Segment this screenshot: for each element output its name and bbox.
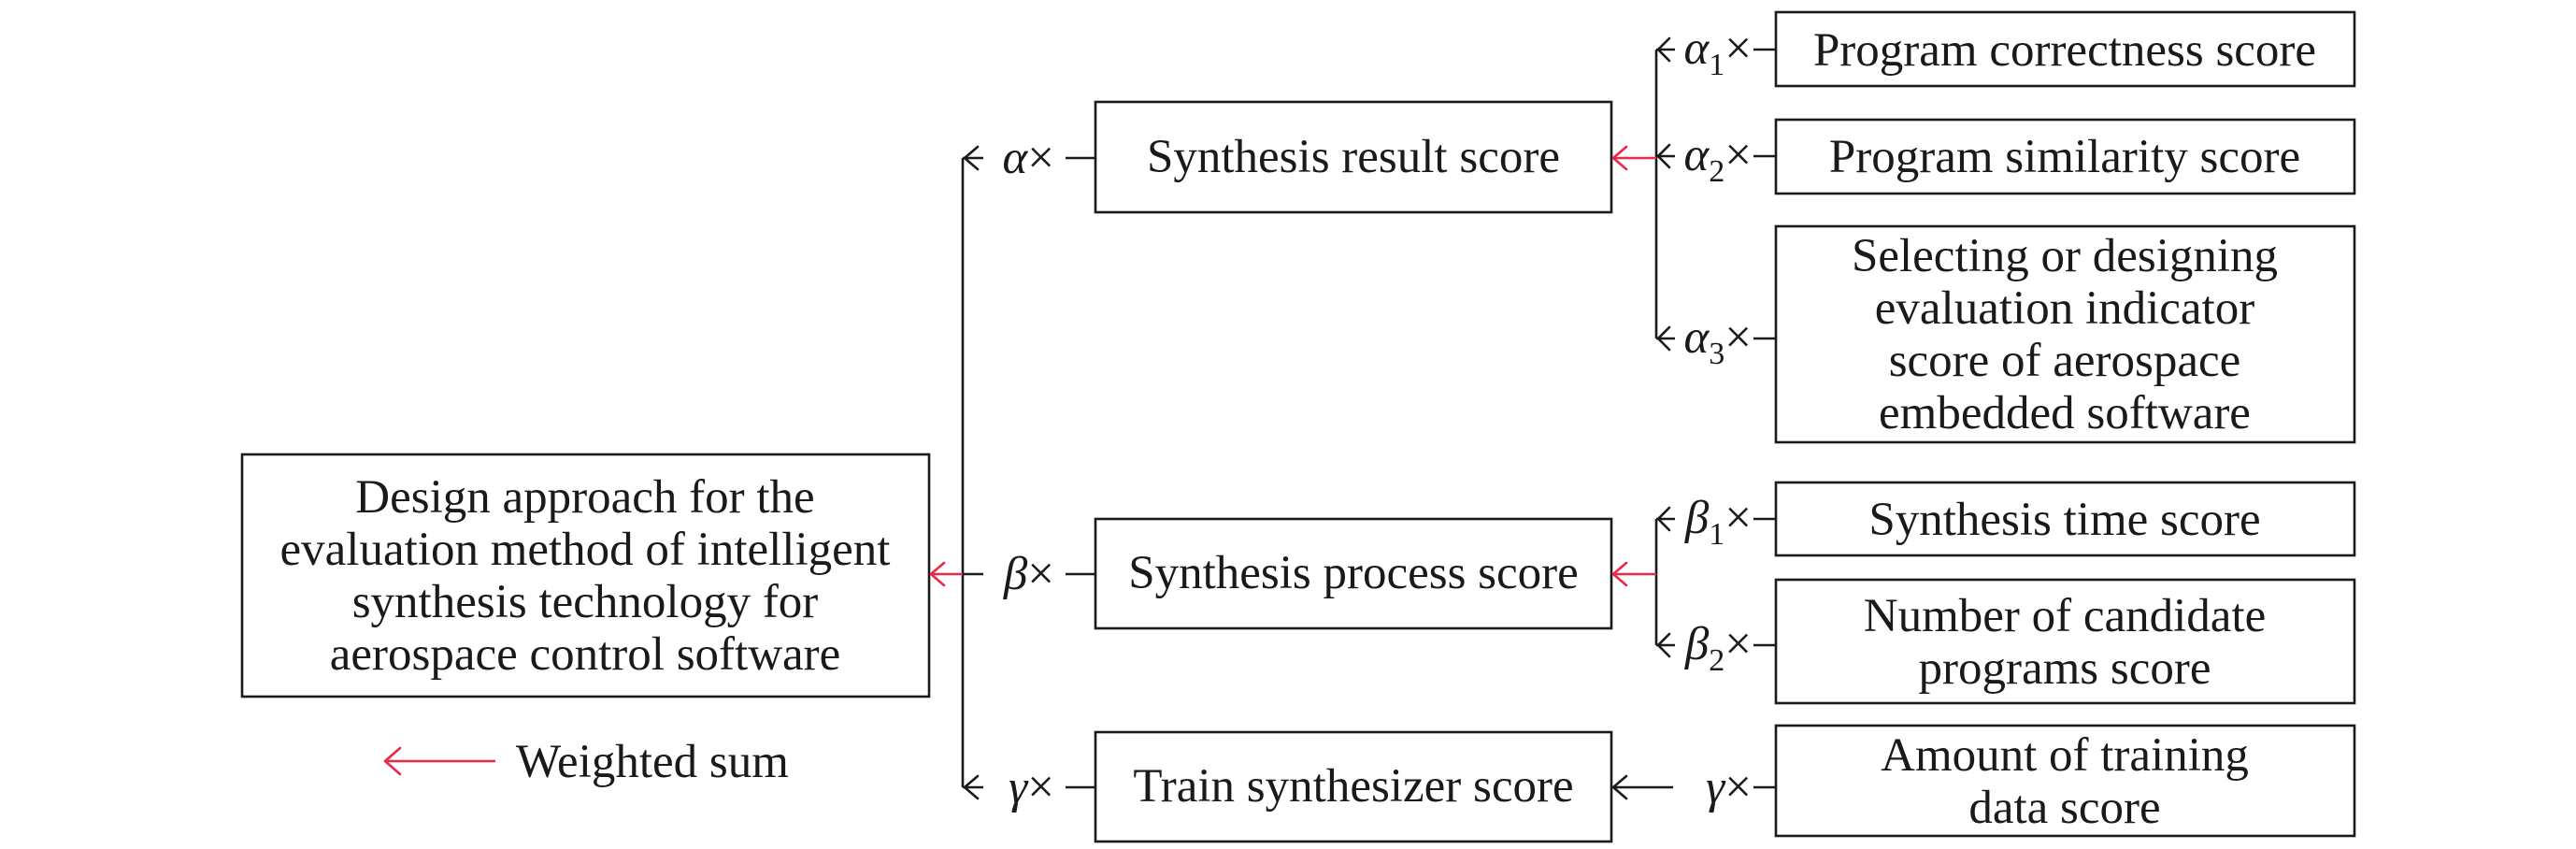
alpha3-weight-symbol: α <box>1683 311 1710 364</box>
synthesis-result-box <box>1094 100 1613 214</box>
evaluation-indicator-label-line-1: Selecting or designing <box>1852 230 2278 282</box>
train-synthesizer-box <box>1094 730 1613 843</box>
legend-label: Weighted sum <box>516 736 789 788</box>
root-box <box>240 453 931 698</box>
alpha1-weight: α1× <box>1683 22 1752 82</box>
beta1-weight-times: × <box>1724 492 1752 544</box>
left-connectors <box>929 145 1095 800</box>
evaluation-indicator-label-line-2: evaluation indicator <box>1875 282 2254 335</box>
alpha1-weight-times: × <box>1724 22 1752 75</box>
alpha2-weight: α2× <box>1683 129 1752 189</box>
legend-arrowhead <box>383 746 402 776</box>
program-correctness-box <box>1774 10 2356 88</box>
evaluation-indicator-box <box>1774 224 2356 444</box>
program-correctness-label-line-1: Program correctness score <box>1813 24 2316 77</box>
process-connectors <box>1611 506 1776 658</box>
gamma-weight-symbol: γ <box>1009 761 1029 813</box>
train-connector <box>1611 774 1776 800</box>
synthesis-time-label-line-1: Synthesis time score <box>1868 494 2260 546</box>
alpha-weight-symbol: α <box>1002 132 1028 184</box>
training-data-box <box>1774 724 2356 838</box>
candidate-programs-label-line-2: programs score <box>1919 642 2211 695</box>
alpha3-weight-times: × <box>1724 311 1752 364</box>
beta-weight-times: × <box>1027 548 1054 600</box>
candidate-programs-box <box>1774 578 2356 705</box>
beta1-weight-symbol: β <box>1684 492 1710 544</box>
beta-weight: β× <box>1003 548 1054 600</box>
root-label-line-2: evaluation method of intelligent <box>280 524 891 576</box>
synthesis-result-label: Synthesis result score <box>1147 131 1560 183</box>
synthesis-process-box <box>1094 517 1613 630</box>
candidate-programs-label-line-1: Number of candidate <box>1864 590 2267 642</box>
result-connectors <box>1611 36 1776 352</box>
evaluation-indicator-label-line-3: score of aerospace <box>1889 335 2241 387</box>
legend: Weighted sum <box>383 736 789 788</box>
alpha-weight: α× <box>1002 132 1054 184</box>
alpha1-weight-subscript: 1 <box>1709 48 1724 82</box>
training-data-label-line-2: data score <box>1968 782 2160 834</box>
alpha-weight-times: × <box>1027 132 1054 184</box>
gamma-train-weight-symbol: γ <box>1706 761 1726 813</box>
beta1-weight-subscript: 1 <box>1709 517 1724 552</box>
root-label-line-1: Design approach for the <box>355 471 814 524</box>
beta2-weight-times: × <box>1724 618 1752 670</box>
train-synthesizer-label: Train synthesizer score <box>1133 760 1573 813</box>
beta2-weight-symbol: β <box>1684 618 1710 670</box>
gamma-weight-times: × <box>1027 761 1054 813</box>
alpha2-weight-subscript: 2 <box>1709 154 1724 189</box>
beta-weight-symbol: β <box>1003 548 1028 600</box>
program-similarity-label-line-1: Program similarity score <box>1829 131 2300 183</box>
beta2-weight: β2× <box>1684 618 1752 678</box>
alpha3-weight-subscript: 3 <box>1709 337 1724 371</box>
alpha2-weight-times: × <box>1724 129 1752 181</box>
root-label-line-4: aerospace control software <box>330 628 841 681</box>
gamma-weight: γ× <box>1009 761 1054 813</box>
synthesis-process-label: Synthesis process score <box>1128 547 1579 599</box>
alpha1-weight-symbol: α <box>1683 22 1710 75</box>
training-data-label-line-1: Amount of training <box>1881 729 2249 782</box>
gamma-train-weight-times: × <box>1724 761 1752 813</box>
beta2-weight-subscript: 2 <box>1709 643 1724 678</box>
root-label-line-3: synthesis technology for <box>352 576 819 628</box>
evaluation-indicator-label-line-4: embedded software <box>1879 387 2251 439</box>
gamma-train-weight: γ× <box>1706 761 1752 813</box>
alpha3-weight: α3× <box>1683 311 1752 371</box>
beta1-weight: β1× <box>1684 492 1752 552</box>
alpha2-weight-symbol: α <box>1683 129 1710 181</box>
